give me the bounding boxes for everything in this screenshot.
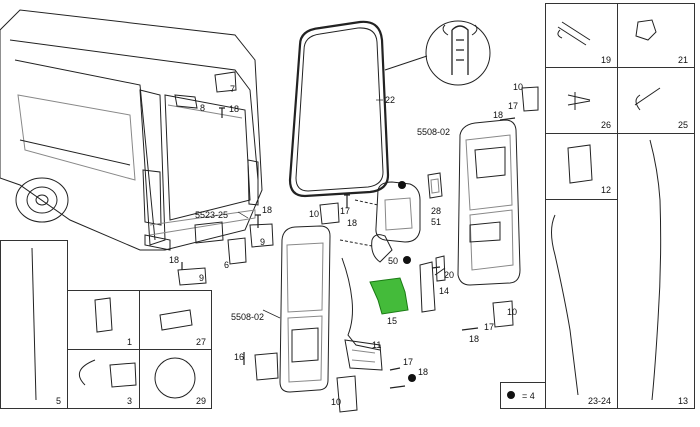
part-label-6: 6 (224, 260, 230, 270)
pad-27-drawing (159, 309, 193, 331)
part-label-18: 18 (418, 367, 429, 377)
part-label-17: 17 (508, 101, 519, 111)
detail-magnifier (425, 20, 491, 86)
part-label-27: 27 (196, 337, 207, 347)
part-label-20: 20 (444, 270, 455, 280)
part-label-5: 5 (56, 396, 62, 406)
highlighted-part-15 (369, 277, 409, 315)
part-label-1: 1 (127, 337, 133, 347)
part-label-18: 18 (347, 218, 358, 228)
van-body-drawing (0, 9, 263, 251)
part-label-13: 13 (678, 396, 689, 406)
part-label-51: 51 (431, 217, 442, 227)
part-label-10: 10 (507, 307, 518, 317)
nut-21-drawing (635, 19, 657, 41)
cell-29 (139, 349, 212, 409)
legend-text: = 4 (522, 391, 535, 401)
part-label-23-24: 23-24 (588, 396, 612, 406)
cell-23-24 (545, 199, 618, 409)
cell-5 (0, 240, 68, 409)
ref-5523-25: 5523-25 (195, 210, 229, 220)
hinge-12-drawing (567, 144, 593, 184)
rod-13-drawing (649, 139, 662, 401)
ref-5508-02-lower: 5508-02 (231, 312, 265, 322)
door-seal-drawing (288, 20, 390, 198)
part-label-26: 26 (601, 120, 612, 130)
part-label-9: 9 (199, 273, 205, 283)
rod-cable-drawing (341, 257, 381, 351)
cap-29-drawing (154, 357, 196, 399)
part-label-15: 15 (387, 316, 398, 326)
part-label-12: 12 (601, 185, 612, 195)
part-label-50: 50 (388, 256, 399, 266)
part-label-18: 18 (262, 205, 273, 215)
ref-5508-02-upper: 5508-02 (417, 127, 451, 137)
part-label-19: 19 (601, 55, 612, 65)
part-label-16: 16 (234, 352, 245, 362)
part-label-8: 8 (200, 103, 206, 113)
part-label-14: 14 (439, 286, 450, 296)
cell-13 (617, 133, 695, 409)
right-door-drawing (457, 119, 521, 286)
legend-dot-marker (408, 374, 416, 382)
part-label-9: 9 (260, 237, 266, 247)
actuator-wire-drawing (78, 359, 96, 386)
cable-23-24-drawing (551, 214, 579, 396)
part-label-3: 3 (127, 396, 133, 406)
part-label-22: 22 (385, 95, 396, 105)
part-label-18: 18 (229, 104, 240, 114)
legend-dot-marker (403, 256, 411, 264)
small-hardware-drawing (174, 71, 539, 413)
latch-1-drawing (94, 297, 113, 333)
part-label-18: 18 (169, 255, 180, 265)
part-label-10: 10 (331, 397, 342, 407)
lock-mechanism-drawing (371, 172, 443, 263)
actuator-3-drawing (109, 362, 137, 388)
hinge-drawing (419, 261, 436, 313)
part-label-17: 17 (403, 357, 414, 367)
part-label-18: 18 (469, 334, 480, 344)
part-label-28: 28 (431, 206, 442, 216)
bolt-19-drawing (557, 21, 591, 46)
screw-26-drawing (567, 92, 591, 110)
screw-25-drawing (634, 87, 661, 111)
part-label-11: 11 (372, 340, 382, 350)
part-label-10: 10 (309, 209, 320, 219)
legend-box (500, 382, 546, 409)
legend-dot-marker (398, 181, 406, 189)
part-label-7: 7 (230, 84, 236, 94)
part-label-17: 17 (484, 322, 495, 332)
part-label-29: 29 (196, 396, 207, 406)
left-door-drawing (279, 225, 331, 393)
rod-5-drawing (31, 247, 37, 401)
part-label-18: 18 (493, 110, 504, 120)
legend-dot-marker (507, 391, 515, 399)
part-label-17: 17 (340, 206, 351, 216)
part-label-21: 21 (678, 55, 689, 65)
part-label-25: 25 (678, 120, 689, 130)
part-label-10: 10 (513, 82, 524, 92)
